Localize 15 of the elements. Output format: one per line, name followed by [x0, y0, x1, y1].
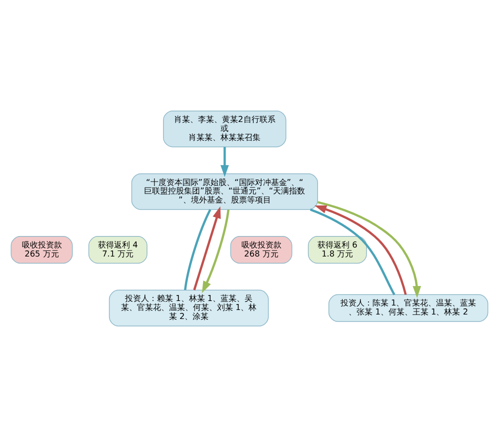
- node-box: 投资人：陈某 1、官某花、温某、蓝某、张某 1、何某、王某 1、林某 2: [328, 294, 488, 322]
- arrow: [193, 206, 221, 290]
- arrow: [314, 205, 407, 295]
- node-box: 吸收投资款 265 万元: [10, 236, 73, 264]
- arrow: [202, 209, 230, 294]
- node-box: 吸收投资款 268 万元: [230, 236, 292, 264]
- arrow: [318, 201, 422, 298]
- connector: [184, 209, 212, 290]
- node-box: 获得返利 47.1 万元: [88, 236, 148, 264]
- node-box: 投资人：赖某 1、林某 1、蓝某、吴某、官某花、温某、何某、刘某 1、林某 2、涂某: [108, 290, 269, 326]
- node-box: “十度资本国际”原始股、“国际对冲基金”、“巨联盟控股集团”股票、“世通元”、“天满指数”、境外基金、股票等项目: [131, 173, 318, 210]
- connector: [310, 208, 396, 296]
- node-box: 获得返利 61.8 万元: [308, 236, 367, 264]
- node-box: 肖某、李某、黄某2自行联系 或 肖某某、林某某召集: [163, 110, 286, 148]
- arrow: [220, 147, 229, 178]
